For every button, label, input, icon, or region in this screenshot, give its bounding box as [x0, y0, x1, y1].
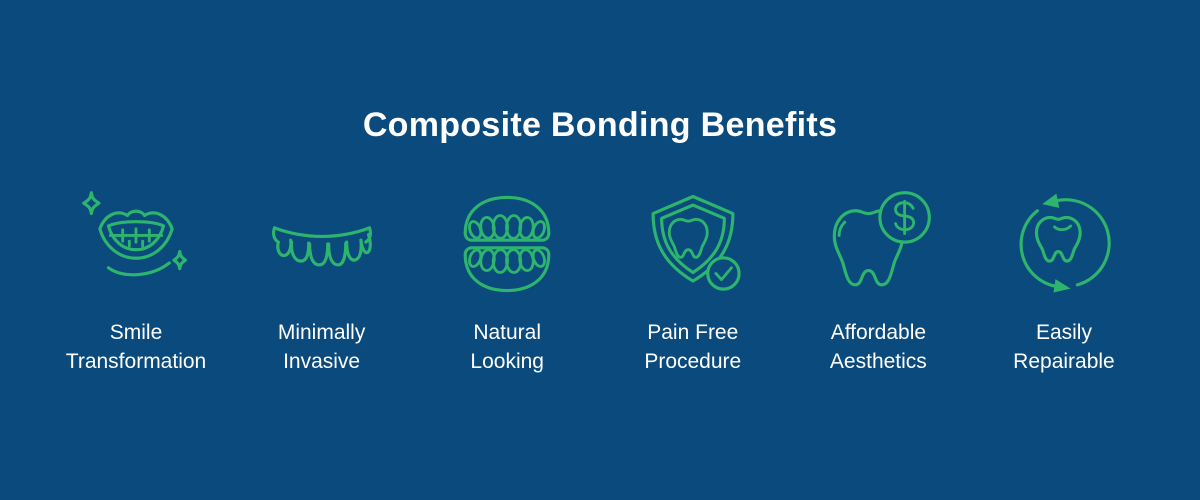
benefit-item-pain-free-procedure: Pain Free Procedure: [605, 183, 781, 376]
benefit-label: Smile Transformation: [65, 321, 207, 373]
page-title: Composite Bonding Benefits: [362, 106, 838, 144]
benefit-item-natural-looking: Natural Looking: [419, 183, 595, 376]
benefit-label: Affordable Aesthetics: [829, 321, 927, 373]
benefit-label: Minimally Invasive: [277, 321, 366, 373]
benefit-item-minimally-invasive: Minimally Invasive: [234, 183, 410, 376]
benefit-item-affordable-aesthetics: Affordable Aesthetics: [790, 183, 966, 376]
dentures-icon: [450, 183, 564, 305]
benefit-item-easily-repairable: Easily Repairable: [976, 183, 1152, 376]
benefit-label: Easily Repairable: [1013, 321, 1115, 373]
tooth-shield-check-icon: [636, 183, 750, 305]
tooth-dollar-icon: [821, 183, 935, 305]
smile-sparkle-icon: [79, 183, 193, 305]
benefit-label: Natural Looking: [470, 321, 544, 373]
benefits-row: Smile Transformation Minimally Invasive: [48, 183, 1152, 376]
tooth-recycle-arrows-icon: [1007, 183, 1121, 305]
benefit-label: Pain Free Procedure: [644, 321, 742, 373]
benefit-item-smile-transformation: Smile Transformation: [48, 183, 224, 376]
veneer-teeth-icon: [265, 183, 379, 305]
